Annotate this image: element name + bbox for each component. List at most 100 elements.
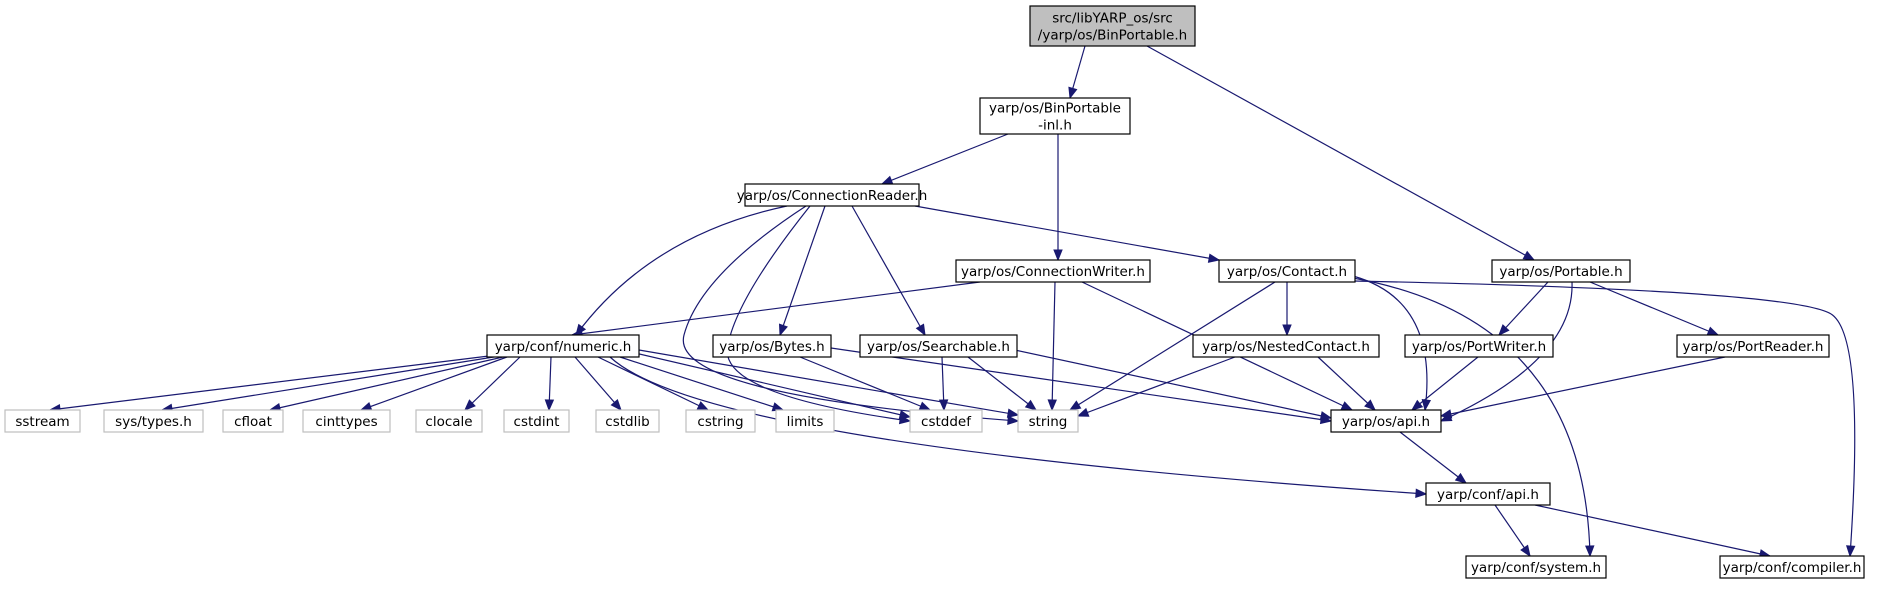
node-box (859, 334, 1018, 358)
arrowhead (1053, 249, 1063, 262)
node-label: yarp/os/PortWriter.h (1412, 339, 1546, 355)
arrowhead (1498, 324, 1510, 336)
include-edge-contact-to-conf_compiler (1352, 280, 1856, 558)
node-contact[interactable]: yarp/os/Contact.h (1218, 259, 1356, 283)
include-edge-portable-to-portreader (1589, 281, 1720, 336)
include-edge-numeric-to-string (638, 349, 1020, 418)
include-edge-os_api-to-conf_api (1399, 431, 1468, 484)
arrowhead (1439, 409, 1453, 419)
node-conf-system[interactable]: yarp/conf/system.h (1465, 555, 1607, 579)
edge-line (269, 356, 504, 411)
node-label: string (1029, 414, 1068, 430)
node-searchable[interactable]: yarp/os/Searchable.h (859, 334, 1018, 358)
file-nodes: src/libYARP_os/src/yarp/os/BinPortable.h… (4, 5, 1865, 579)
node-connectionwriter[interactable]: yarp/os/ConnectionWriter.h (955, 259, 1151, 283)
node-numeric[interactable]: yarp/conf/numeric.h (486, 334, 640, 358)
arrowhead (1068, 400, 1082, 411)
include-edge-binportable_inl-to-connectionreader (880, 133, 1009, 185)
include-edge-bytes-to-cstddef (799, 356, 932, 411)
node-nestedcontact[interactable]: yarp/os/NestedContact.h (1192, 334, 1380, 358)
node-portable[interactable]: yarp/os/Portable.h (1491, 259, 1631, 283)
node-conf-api[interactable]: yarp/conf/api.h (1425, 482, 1551, 506)
arrowhead (778, 323, 788, 337)
edge-line (1069, 281, 1276, 411)
node-box (1017, 409, 1079, 433)
include-edge-searchable-to-string (967, 356, 1038, 411)
node-limits[interactable]: limits (775, 409, 835, 433)
node-label: yarp/conf/api.h (1437, 487, 1539, 503)
include-edge-numeric-to-cstddef (634, 352, 912, 420)
node-conf-compiler[interactable]: yarp/conf/compiler.h (1719, 555, 1865, 579)
edge-line (619, 356, 784, 411)
node-label: yarp/os/Bytes.h (719, 339, 825, 355)
node-cfloat[interactable]: cfloat (222, 409, 284, 433)
node-sstream[interactable]: sstream (4, 409, 81, 433)
dependency-edges (48, 45, 1856, 559)
node-cstdint[interactable]: cstdint (503, 409, 570, 433)
include-edge-binportable_inl-to-connectionwriter (1053, 134, 1063, 262)
include-edge-numeric-to-cstring (597, 356, 710, 411)
arrowhead (1068, 86, 1078, 100)
node-bytes[interactable]: yarp/os/Bytes.h (712, 334, 832, 358)
node-cstring[interactable]: cstring (685, 409, 756, 433)
edge-line (571, 281, 981, 336)
node-box (302, 409, 391, 433)
include-edge-numeric-to-clocale (464, 356, 521, 411)
node-cstddef[interactable]: cstddef (909, 409, 983, 433)
edge-line (1399, 431, 1467, 484)
node-box (415, 409, 483, 433)
node-label: cfloat (234, 414, 272, 430)
include-edge-contact-to-nestedcontact (1282, 282, 1292, 337)
edge-line (799, 356, 931, 411)
node-connectionreader[interactable]: yarp/os/ConnectionReader.h (737, 183, 928, 207)
node-clocale[interactable]: clocale (415, 409, 483, 433)
node-binportable-inl[interactable]: yarp/os/BinPortable-inl.h (979, 97, 1131, 135)
node-label: yarp/os/Portable.h (1499, 264, 1622, 280)
node-label: yarp/os/ConnectionReader.h (737, 188, 928, 204)
node-string[interactable]: string (1017, 409, 1079, 433)
arrowhead (1520, 544, 1531, 558)
node-box (595, 409, 660, 433)
node-label: cinttypes (315, 414, 377, 430)
include-edge-searchable-to-os_api (1014, 349, 1333, 421)
include-edge-numeric-to-cstdlib (574, 356, 622, 412)
include-edge-conf_api-to-conf_system (1494, 504, 1531, 558)
node-box (1465, 555, 1607, 579)
node-cstdlib[interactable]: cstdlib (595, 409, 660, 433)
include-edge-connectionreader-to-searchable (851, 205, 926, 337)
node-box (1330, 409, 1442, 433)
include-edge-numeric-to-conf_api (609, 356, 1428, 499)
node-label: yarp/os/Contact.h (1227, 264, 1347, 280)
include-edge-root-to-portable (1146, 45, 1536, 261)
node-label: cstddef (921, 414, 972, 430)
node-systypes[interactable]: sys/types.h (103, 409, 204, 433)
node-root[interactable]: src/libYARP_os/src/yarp/os/BinPortable.h (1029, 5, 1196, 47)
include-edge-connectionreader-to-string (682, 205, 1020, 425)
node-os-api[interactable]: yarp/os/api.h (1330, 409, 1442, 433)
node-cinttypes[interactable]: cinttypes (302, 409, 391, 433)
node-portwriter[interactable]: yarp/os/PortWriter.h (1404, 334, 1554, 358)
arrowhead (938, 399, 949, 412)
include-edge-connectionreader-to-numeric (575, 205, 788, 337)
include-edge-portwriter-to-os_api (1410, 356, 1479, 411)
edge-line (1317, 356, 1376, 411)
edge-line (1352, 275, 1428, 411)
edge-line (634, 352, 911, 418)
node-box (1425, 482, 1551, 506)
node-portreader[interactable]: yarp/os/PortReader.h (1676, 334, 1830, 358)
arrowhead (1706, 326, 1720, 336)
node-box (1192, 334, 1380, 358)
node-label: yarp/os/Searchable.h (867, 339, 1010, 355)
node-label: cstdint (514, 414, 560, 430)
node-box (103, 409, 204, 433)
edge-line (597, 356, 709, 411)
node-label: yarp/conf/compiler.h (1723, 560, 1862, 576)
node-box (1491, 259, 1631, 283)
node-box (222, 409, 284, 433)
edge-line (830, 347, 1332, 422)
arrowhead (1024, 399, 1038, 411)
node-box (503, 409, 570, 433)
node-label: limits (787, 414, 824, 430)
arrowhead (1364, 399, 1376, 411)
